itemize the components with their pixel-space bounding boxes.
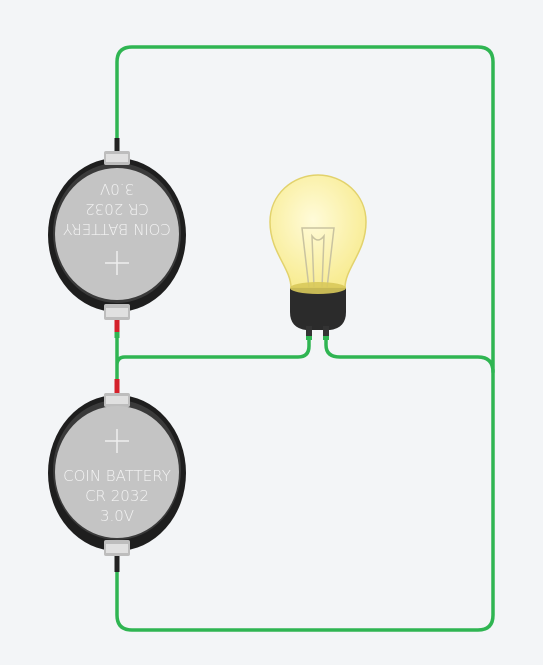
wire-top-loop[interactable]: [115, 45, 495, 374]
battery-bottom-negative-pin: [114, 556, 120, 572]
battery-top-negative-pin: [114, 138, 120, 152]
battery-bottom-label-line3: 3.0V: [100, 507, 134, 525]
coin-battery-top[interactable]: COIN BATTERY CR 2032 3.0V: [48, 138, 186, 338]
battery-top-positive-pin: [114, 318, 120, 332]
wire-right-return[interactable]: [115, 368, 495, 632]
battery-bottom-plus-icon: [105, 429, 129, 453]
coin-battery-bottom[interactable]: COIN BATTERY CR 2032 3.0V: [48, 379, 186, 572]
bulb-glass: [269, 174, 367, 289]
light-bulb[interactable]: [269, 174, 367, 340]
bulb-base: [290, 288, 346, 330]
battery-top-label-line1: COIN BATTERY: [63, 220, 171, 238]
battery-top-label-line2: CR 2032: [85, 200, 149, 218]
battery-bottom-label-line2: CR 2032: [85, 487, 149, 505]
bulb-terminal-right: [323, 326, 329, 340]
battery-top-label-line3: 3.0V: [100, 180, 134, 198]
wire-middle[interactable]: [115, 328, 311, 388]
battery-bottom-label-line1: COIN BATTERY: [63, 467, 171, 485]
bulb-terminal-left: [306, 326, 312, 340]
wires: [115, 45, 495, 632]
battery-top-plus-icon: [105, 251, 129, 275]
bulb-filament: [301, 227, 335, 289]
battery-bottom-positive-pin: [114, 379, 120, 393]
